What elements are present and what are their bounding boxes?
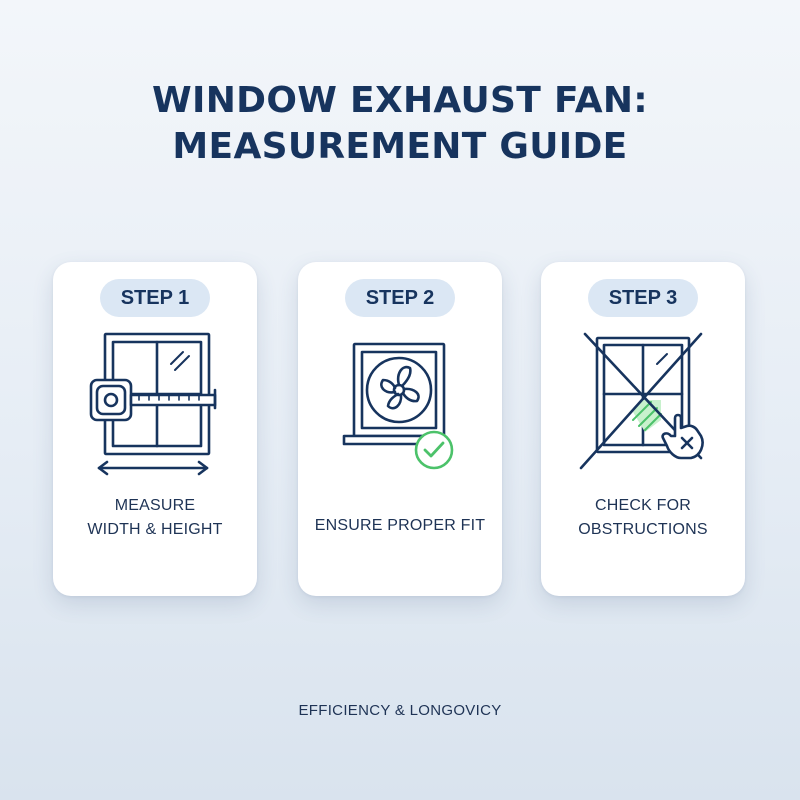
step-text-1: MEASURE WIDTH & HEIGHT — [87, 497, 223, 538]
page-title: WINDOW EXHAUST FAN: MEASUREMENT GUIDE — [0, 78, 800, 170]
step-badge-1: STEP 1 — [100, 279, 210, 317]
step-card-2: STEP 2 ENSURE PROPER FIT — [298, 262, 502, 596]
step-text-2: ENSURE PROPER FIT — [314, 517, 486, 534]
step-badge-3: STEP 3 — [588, 279, 698, 317]
window-measure-icon — [53, 328, 257, 478]
window-obstruction-icon — [541, 328, 745, 478]
title-line-1: WINDOW EXHAUST FAN: — [152, 80, 648, 121]
step-badge-2: STEP 2 — [345, 279, 455, 317]
title-line-2: MEASUREMENT GUIDE — [172, 126, 628, 167]
fan-fit-icon — [298, 328, 502, 478]
step-card-3: STEP 3 CHECK FOR OBSTRUCTIONS — [541, 262, 745, 596]
footer-tagline: EFFICIENCY & LONGOVICY — [298, 702, 502, 719]
step-text-3: CHECK FOR OBSTRUCTIONS — [578, 497, 708, 538]
step-card-1: STEP 1 — [53, 262, 257, 596]
